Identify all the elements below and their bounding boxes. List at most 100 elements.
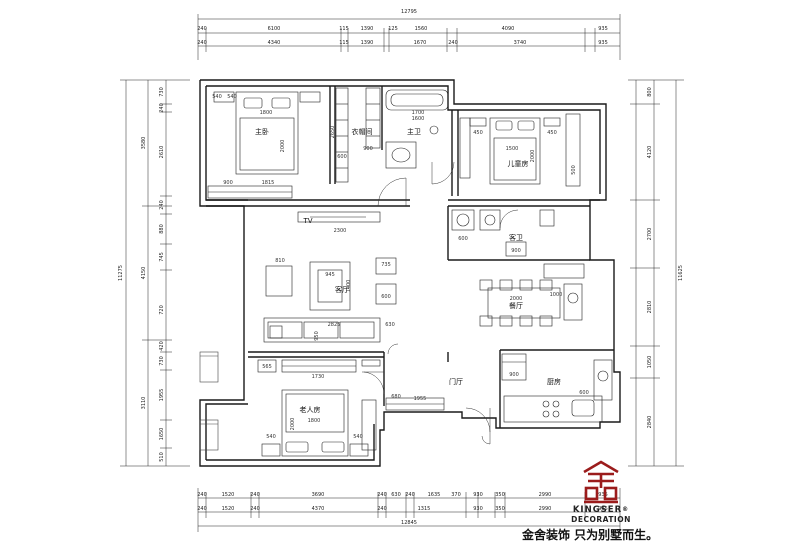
nightstand-icon (543, 117, 561, 127)
side-label: 540 (212, 94, 222, 100)
side-table (375, 257, 397, 275)
brand-block: KINGSER® DECORATION (556, 455, 646, 524)
kitchen (501, 353, 613, 423)
side-label: 450 (547, 130, 557, 136)
bed-end-label: 1815 (262, 180, 275, 186)
kitchen-side-counter (593, 359, 613, 401)
guest-door-label: 900 (511, 248, 521, 254)
cloak-rack-right (365, 87, 381, 149)
vanity-label: 1600 (412, 116, 425, 122)
pillow-icon (517, 120, 535, 131)
dim-label: 2990 (539, 506, 552, 512)
sink-icon (391, 147, 411, 163)
column-hatches (199, 351, 219, 451)
nightstand-icon (299, 91, 321, 103)
dim-label: 1560 (415, 26, 428, 32)
sofa-depth-label: 950 (314, 331, 320, 341)
dim-label: 3110 (141, 397, 147, 410)
left-inner-labels: 3580 4150 3110 (141, 137, 147, 410)
dim-label: 1955 (159, 389, 165, 402)
guest-bath (451, 209, 555, 257)
tv-cabinet-label: 2300 (334, 228, 347, 234)
bath-door-label: 900 (363, 146, 373, 152)
dim-label: 240 (197, 26, 207, 32)
kids-wardrobe (565, 113, 581, 187)
nightstand-icon (261, 443, 281, 457)
dim-label: 930 (473, 506, 483, 512)
right-total-dimension: 11625 (678, 265, 684, 281)
walls (199, 79, 621, 467)
left-dimension-chain (120, 79, 190, 467)
dim-label: 1670 (414, 40, 427, 46)
elder-desk (361, 399, 377, 451)
dim-label: 240 (377, 492, 387, 498)
sofa-length-label: 2825 (328, 322, 341, 328)
dim-label: 1390 (361, 26, 374, 32)
room-label-master-bath: 主卫 (407, 127, 421, 136)
room-label-dining-room: 餐厅 (509, 301, 523, 310)
room-label-foyer: 门厅 (449, 377, 463, 386)
dim-label: 510 (159, 452, 165, 462)
foyer-cabinet-label: 1955 (414, 396, 427, 402)
closet-label: 565 (262, 364, 272, 370)
dim-label: 1650 (159, 428, 165, 441)
dim-label: 1635 (428, 492, 441, 498)
dining-room (479, 263, 585, 327)
left-segment-labels: 730 240 2610 240 880 745 720 420 730 195… (159, 87, 165, 462)
tv-cabinet (297, 211, 381, 223)
dim-label: 240 (197, 492, 207, 498)
dim-label: 1520 (222, 506, 235, 512)
armchair-label: 735 (381, 262, 391, 268)
top-total-dimension: 12795 (401, 9, 417, 15)
dim-label: 3690 (312, 492, 325, 498)
right-dimension-chain (628, 79, 684, 467)
side-label: 540 (227, 94, 237, 100)
dim-label: 720 (159, 305, 165, 315)
dining-cabinet (563, 283, 583, 321)
top-row2-labels: 240 4340 115 1390 1670 240 3740 935 (197, 40, 608, 46)
dim-label: 4370 (312, 506, 325, 512)
cloak-rack-left (335, 87, 349, 183)
cloakroom (335, 87, 381, 183)
dim-label: 115 (339, 40, 349, 46)
dim-label: 420 (159, 341, 165, 351)
foyer (361, 359, 445, 411)
guest-sink-label: 600 (458, 236, 468, 242)
dim-label: 350 (495, 506, 505, 512)
brand-logo-space (556, 455, 646, 503)
dim-label: 3740 (514, 40, 527, 46)
side-label: 540 (266, 434, 276, 440)
kitchen-counter (503, 395, 603, 423)
bottom-total-dimension: 12845 (401, 520, 417, 526)
coffee-table-label: 945 (325, 272, 335, 278)
dim-label: 240 (197, 506, 207, 512)
top-row1-labels: 240 6100 115 1390 125 1560 4090 935 (197, 26, 608, 32)
dim-label: 935 (598, 492, 608, 498)
dim-label: 2700 (647, 228, 653, 241)
pillow-icon (271, 97, 291, 109)
chair-icon (539, 315, 553, 327)
dim-label: 1520 (222, 492, 235, 498)
fridge-label: 900 (509, 372, 519, 378)
dim-label: 1315 (418, 506, 431, 512)
chair-icon (539, 279, 553, 291)
dim-label: 115 (339, 26, 349, 32)
dim-label: 4340 (268, 40, 281, 46)
burner-icon (552, 410, 560, 418)
coffee-table (309, 261, 351, 311)
vanity-icon (385, 141, 417, 169)
room-label-kitchen: 厨房 (547, 377, 561, 386)
cloak-length-label: 2650 (330, 126, 336, 139)
toilet-icon (539, 209, 555, 227)
dim-label: 2840 (647, 416, 653, 429)
burner-icon (542, 400, 550, 408)
kids-desk (459, 117, 471, 179)
room-label-elder-room: 老人房 (300, 405, 321, 414)
dim-label: 935 (598, 40, 608, 46)
top-dimension-chain (197, 14, 621, 60)
kids-bed (489, 117, 541, 185)
side-label: 450 (473, 130, 483, 136)
dim-label: 4120 (647, 146, 653, 159)
bed-length-label: 2000 (290, 418, 296, 431)
pillow-icon (285, 441, 309, 453)
